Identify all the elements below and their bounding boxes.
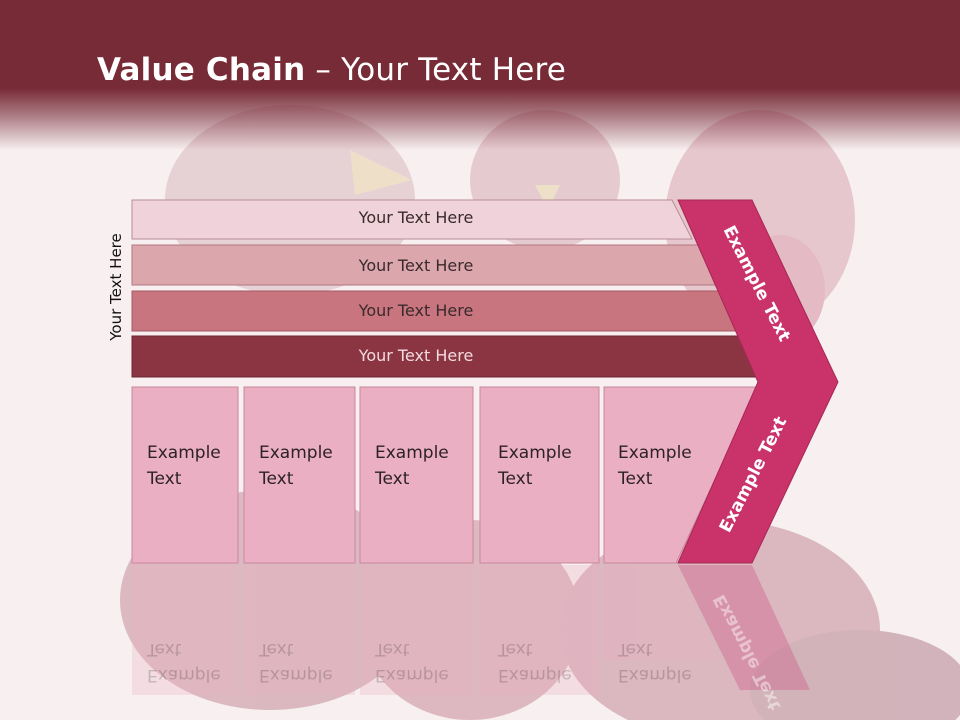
box-5-reflection: Example Text — [618, 636, 692, 688]
box-5-reflection-line2: Text — [618, 639, 653, 659]
title-rest: – Your Text Here — [305, 52, 567, 88]
box-4-reflection-line2: Text — [498, 639, 533, 659]
box-1-line1: Example — [147, 443, 221, 463]
box-5-reflection-line1: Example — [618, 665, 692, 685]
slide-title: Value Chain – Your Text Here — [97, 52, 566, 88]
box-5-line2: Text — [618, 469, 653, 489]
box-3-reflection-line2: Text — [375, 639, 410, 659]
bar-1-label: Your Text Here — [358, 208, 474, 227]
header-band — [0, 0, 960, 150]
box-1-reflection-line1: Example — [147, 665, 221, 685]
box-2-reflection-line1: Example — [259, 665, 333, 685]
box-4-reflection: Example Text — [498, 636, 572, 688]
bar-4-label: Your Text Here — [358, 346, 474, 365]
chevron-arrow — [677, 199, 839, 564]
box-4-line1: Example — [498, 443, 572, 463]
box-3-label: Example Text — [375, 440, 449, 492]
bar-3-label: Your Text Here — [358, 301, 474, 320]
box-3-line2: Text — [375, 469, 410, 489]
box-4-label: Example Text — [498, 440, 572, 492]
box-2-line1: Example — [259, 443, 333, 463]
box-5-label: Example Text — [618, 440, 692, 492]
box-1-line2: Text — [147, 469, 182, 489]
box-1-reflection-line2: Text — [147, 639, 182, 659]
box-2-line2: Text — [259, 469, 294, 489]
box-4-reflection-line1: Example — [498, 665, 572, 685]
box-2-label: Example Text — [259, 440, 333, 492]
box-5-line1: Example — [618, 443, 692, 463]
box-2-reflection-line2: Text — [259, 639, 294, 659]
box-3 — [359, 386, 474, 564]
box-1 — [131, 386, 239, 564]
box-4 — [479, 386, 600, 564]
title-bold: Value Chain — [97, 52, 306, 88]
box-1-label: Example Text — [147, 440, 221, 492]
box-3-reflection: Example Text — [375, 636, 449, 688]
box-3-line1: Example — [375, 443, 449, 463]
box-3-reflection-line1: Example — [375, 665, 449, 685]
bar-1 — [131, 199, 693, 240]
chevron-reflection — [678, 565, 810, 690]
box-4-line2: Text — [498, 469, 533, 489]
box-1-reflection: Example Text — [147, 636, 221, 688]
box-2-reflection: Example Text — [259, 636, 333, 688]
box-2 — [243, 386, 356, 564]
box-5 — [603, 386, 759, 564]
bar-2-label: Your Text Here — [358, 256, 474, 275]
